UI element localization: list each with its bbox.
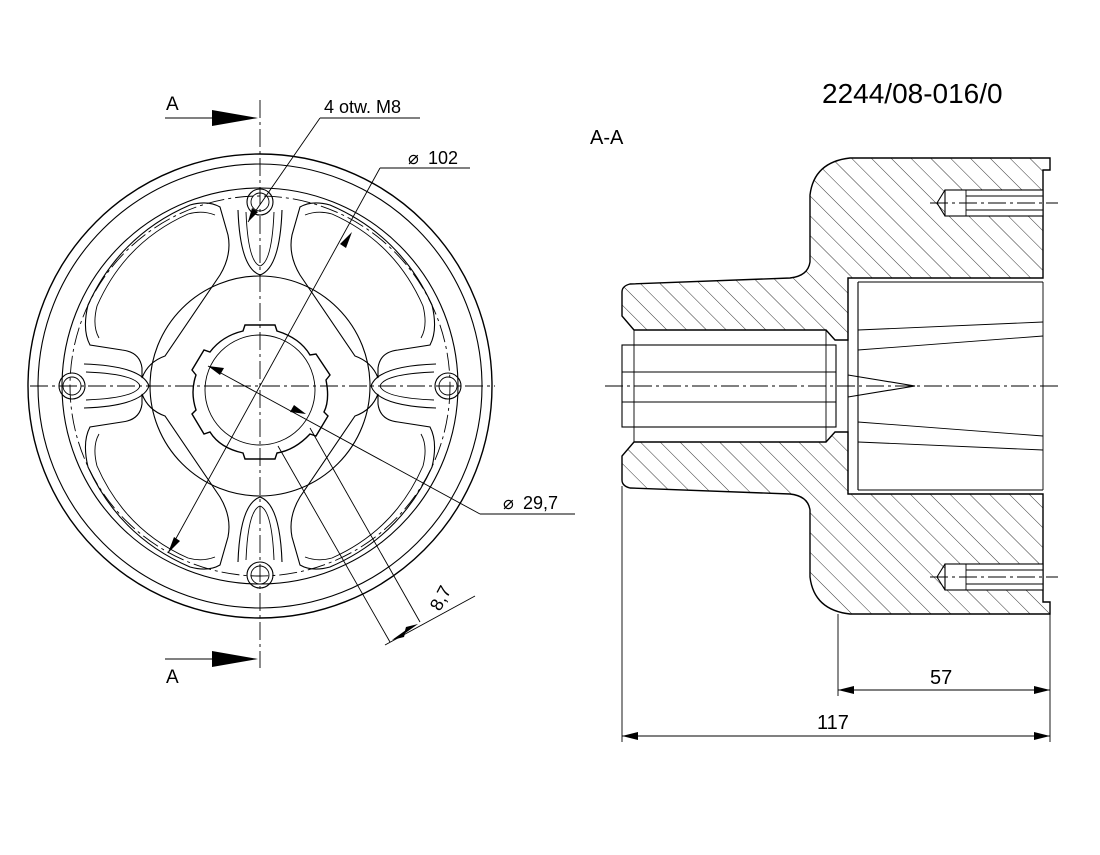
pocket-outlines	[84, 202, 436, 570]
bolt-hole-bottom	[246, 561, 274, 589]
drawing-number: 2244/08-016/0	[822, 78, 1003, 109]
pocket-top-left	[84, 202, 230, 379]
section-arrow-top	[212, 110, 258, 126]
od-diameter-symbol: ⌀	[408, 148, 419, 168]
dim-57-label: 57	[930, 667, 952, 689]
holes-note: 4 otw. M8	[324, 97, 401, 117]
bore-dimension-label: 29,7	[523, 493, 558, 513]
dim-bore-line	[207, 365, 481, 515]
outer-rim	[27, 153, 493, 619]
pocket-top-right	[290, 202, 436, 379]
bolt-hole-top	[246, 188, 274, 216]
threaded-hole-bottom	[930, 563, 1058, 591]
pocket-bottom-left	[84, 393, 230, 570]
dim-117-label: 117	[817, 712, 849, 734]
bolt-holes	[58, 188, 462, 589]
section-arrow-bottom	[212, 651, 258, 667]
bore-diameter-symbol: ⌀	[503, 493, 514, 513]
section-view: 57 117	[605, 157, 1058, 742]
bolt-circle	[69, 195, 451, 577]
pocket-bottom-right	[290, 393, 436, 570]
front-view: A A 4 otw. M8 ⌀ 102 ⌀ 29,7 8,7	[27, 94, 575, 688]
section-view-label: A-A	[590, 127, 624, 149]
hub-circle	[149, 275, 371, 497]
section-mark-top: A	[166, 94, 179, 115]
threaded-hole-top	[930, 189, 1058, 217]
section-upper-hatch	[621, 157, 1051, 341]
od-dimension-label: 102	[428, 148, 458, 168]
dim-od-line	[167, 167, 381, 554]
bolt-hole-left	[58, 372, 86, 400]
bolt-lugs	[83, 209, 437, 563]
bolt-hole-right	[434, 372, 462, 400]
section-lower-hatch	[621, 431, 1051, 615]
bore-minor	[204, 334, 316, 446]
outer-rim-inner	[37, 163, 483, 609]
section-mark-bottom: A	[166, 667, 179, 688]
splined-bore	[191, 324, 331, 460]
